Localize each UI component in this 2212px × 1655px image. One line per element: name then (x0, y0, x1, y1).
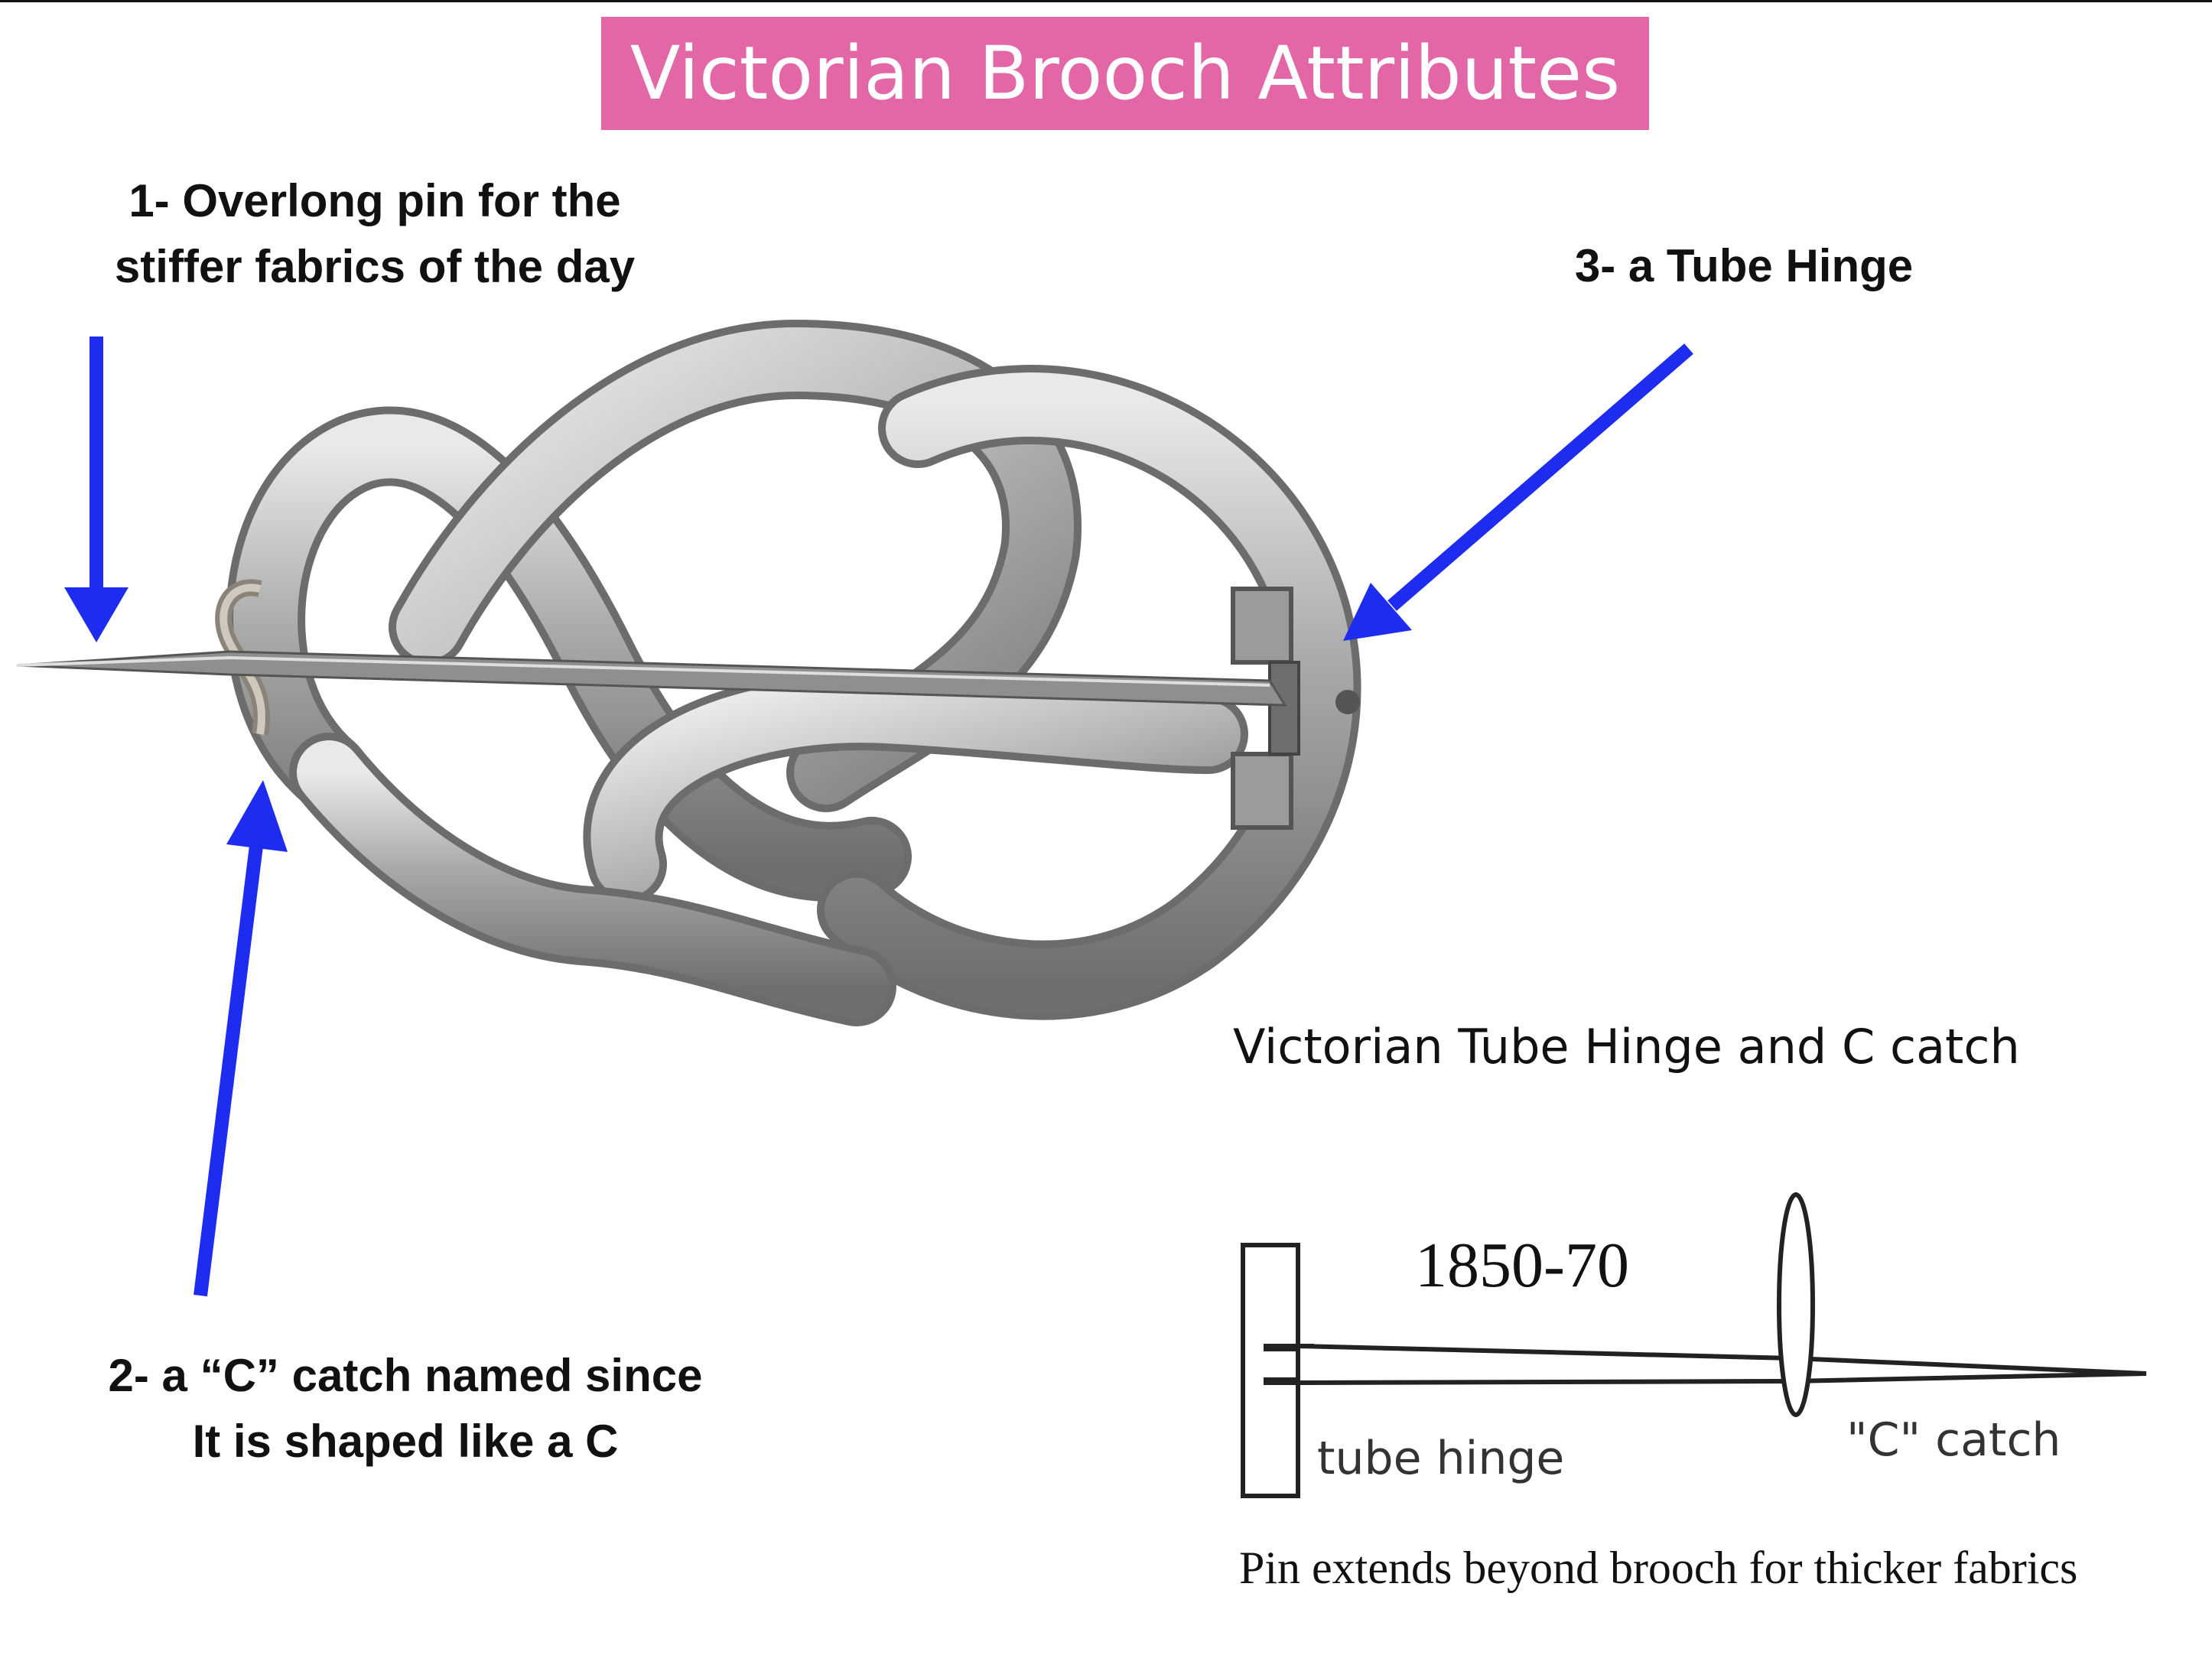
inset-tube-hinge-label: tube hinge (1317, 1432, 1565, 1485)
inset-pin-shape (1296, 1343, 2147, 1386)
c-catch (215, 579, 270, 736)
brooch-pin (16, 650, 1287, 707)
annotation-catch-line1: 2- a “C” catch named since (108, 1350, 703, 1401)
arrow-hinge (1343, 343, 1693, 641)
arrow-pin (64, 337, 128, 642)
top-border (0, 0, 2212, 2)
inset-c-catch-label: "C" catch (1846, 1413, 2061, 1467)
inset-c-catch-shape (1777, 1192, 1815, 1417)
annotation-pin-line1: 1- Overlong pin for the (128, 175, 621, 226)
tube-hinge (1231, 587, 1360, 830)
annotation-tube-hinge: 3- a Tube Hinge (1499, 233, 1989, 299)
inset-date: 1850-70 (1415, 1230, 1629, 1301)
annotation-catch-line2: It is shaped like a C (192, 1416, 619, 1467)
annotation-overlong-pin: 1- Overlong pin for the stiffer fabrics … (54, 168, 696, 300)
inset-tube-hinge-shape (1241, 1243, 1300, 1498)
annotation-pin-line2: stiffer fabrics of the day (114, 241, 636, 292)
annotation-c-catch: 2- a “C” catch named since It is shaped … (46, 1343, 765, 1475)
inset-caption: Pin extends beyond brooch for thicker fa… (1239, 1543, 2078, 1593)
annotation-hinge-line1: 3- a Tube Hinge (1574, 240, 1914, 291)
inset-title: Victorian Tube Hinge and C catch (1233, 1019, 2020, 1075)
inset-diagram (1215, 996, 2212, 1655)
arrow-catch (194, 780, 288, 1297)
page-title: Victorian Brooch Attributes (601, 17, 1649, 130)
